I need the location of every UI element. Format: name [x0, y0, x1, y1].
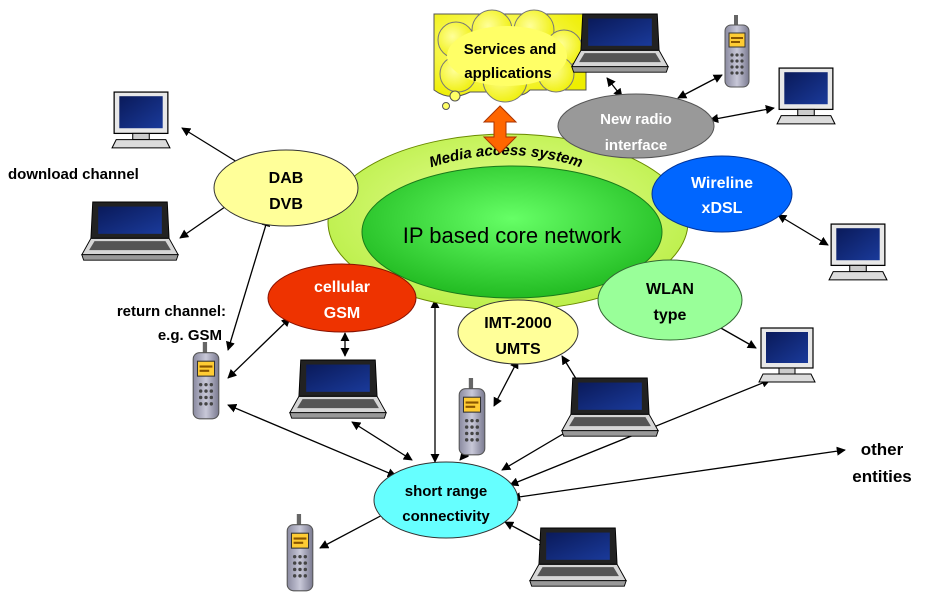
wlan-label-line1: WLAN [646, 281, 694, 298]
other-entities-label-line2: entities [852, 467, 912, 486]
short-range-label-line2: connectivity [402, 508, 490, 525]
arrow-newradio-monitor [709, 105, 775, 123]
services-cloud: Services and applications [433, 9, 587, 110]
return-channel-label-line2: e.g. GSM [158, 327, 222, 344]
monitor-icon [758, 327, 816, 383]
phone-icon [458, 378, 486, 456]
phone-icon [724, 15, 750, 88]
wireline-label-line2: xDSL [702, 200, 743, 217]
laptop-icon [571, 13, 669, 73]
new-radio-label-line1: New radio [600, 111, 672, 128]
node-short-range: short range connectivity [373, 461, 519, 539]
cloud-label-line1: Services and [464, 41, 557, 58]
laptop-icon [561, 377, 659, 437]
download-channel-label: download channel [8, 166, 139, 183]
imt-label-line2: UMTS [495, 341, 541, 358]
arrow-wireline-monitor [777, 214, 829, 246]
node-imt-umts: IMT-2000 UMTS [457, 299, 579, 365]
arrow-newradio-phone [677, 74, 723, 99]
monitor-icon [111, 91, 171, 149]
other-entities-label-line1: other [861, 440, 904, 459]
short-range-label-line1: short range [405, 483, 488, 500]
laptop-icon [529, 527, 627, 587]
imt-label-line1: IMT-2000 [484, 315, 552, 332]
arrow-imt-phone [493, 359, 519, 407]
dab-label-line2: DVB [269, 196, 303, 213]
monitor-icon [828, 223, 888, 281]
updown-arrow [482, 105, 518, 154]
wireline-label-line1: Wireline [691, 175, 753, 192]
arrow-phone-dab [226, 217, 270, 351]
laptop-icon [289, 359, 387, 419]
cloud-label-line2: applications [464, 65, 552, 82]
core-network-ellipse [361, 165, 663, 299]
arrow-shortrange-other [511, 446, 846, 502]
node-new-radio: New radio interface [557, 93, 715, 159]
cellular-label-line2: GSM [324, 305, 360, 322]
cellular-label-line1: cellular [314, 279, 370, 296]
return-channel-label-line1: return channel: [117, 303, 226, 320]
core-network-label: IP based core network [403, 223, 622, 248]
arrow-shortrange-laptop-left [351, 421, 413, 461]
dab-label-line1: DAB [269, 170, 304, 187]
node-wlan: WLAN type [597, 259, 743, 341]
laptop-icon [81, 201, 179, 261]
arrow-shortrange-phone-left [227, 403, 397, 478]
arrow-newradio-laptop [606, 77, 623, 98]
arrow-shortrange-phone-bottom [319, 511, 389, 549]
node-wireline: Wireline xDSL [651, 155, 793, 233]
wlan-label-line2: type [654, 307, 687, 324]
monitor-icon [776, 67, 836, 125]
new-radio-label-line2: interface [605, 137, 668, 154]
node-dab-dvb: DAB DVB [213, 149, 359, 227]
phone-icon [286, 514, 314, 592]
arrow-phone-cellular [227, 317, 291, 379]
node-cellular: cellular GSM [267, 263, 417, 333]
phone-icon [192, 342, 220, 420]
